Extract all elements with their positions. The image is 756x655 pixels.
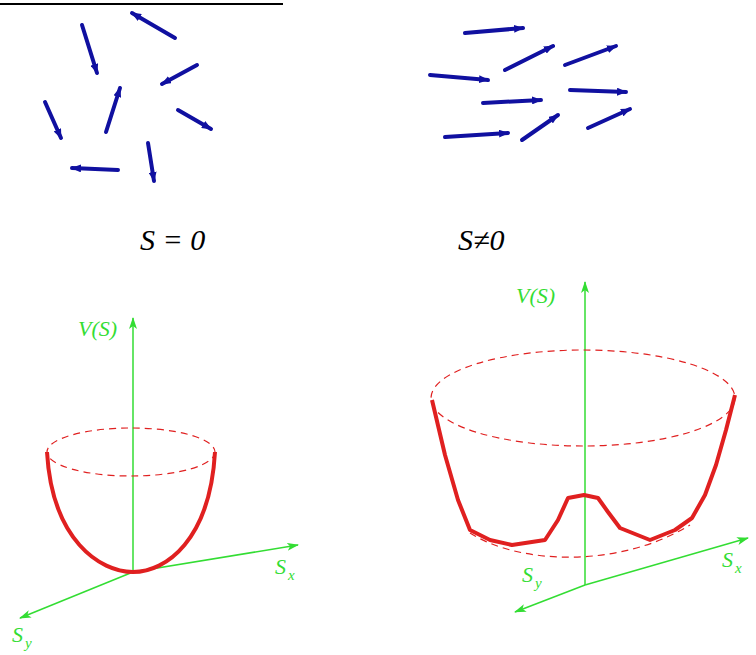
axis-label: S (275, 556, 286, 578)
axis-label: S (12, 624, 23, 646)
axis-subscript: x (288, 568, 295, 583)
axes-right (515, 282, 748, 612)
rule-line (0, 3, 283, 5)
axis-label: V(S) (516, 285, 555, 307)
order-label: S≠0 (458, 225, 504, 255)
axis-subscript: y (25, 636, 32, 651)
dashed-rim (431, 350, 735, 446)
dashed-rim (47, 428, 215, 476)
axis-subscript: x (735, 561, 742, 576)
axis-label: V(S) (78, 318, 117, 340)
axes-left (20, 318, 298, 618)
axis-label: S (522, 564, 533, 586)
random-arrows (45, 13, 211, 181)
axis-label: S (722, 549, 733, 571)
single-well (47, 452, 215, 572)
order-label: S = 0 (140, 225, 205, 255)
double-well (432, 395, 735, 545)
aligned-arrows (430, 28, 630, 140)
axis-subscript: y (535, 576, 542, 591)
